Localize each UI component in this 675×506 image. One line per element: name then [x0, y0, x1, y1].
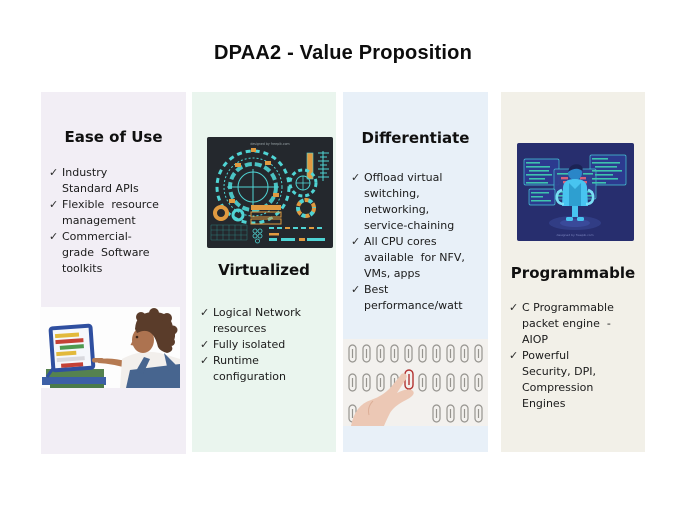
freepik-watermark: designed by freepik.com — [556, 233, 593, 237]
column-heading-virtualized: Virtualized — [218, 261, 310, 279]
list-item: ✓ C Programmable packet engine - AIOP — [509, 300, 643, 348]
checkmark-icon: ✓ — [200, 306, 210, 319]
checkmark-icon: ✓ — [351, 171, 361, 184]
list-item: ✓ Runtime configuration — [200, 353, 334, 385]
freepik-watermark: designed by freepik.com — [250, 142, 289, 146]
hud-dashboard-illustration: designed by freepik.com — [207, 137, 333, 248]
list-item-text: Runtime configuration — [213, 354, 286, 383]
list-item: ✓ Commercial- grade Software toolkits — [49, 229, 184, 277]
column-differentiate: Differentiate ✓ Offload virtual switchin… — [343, 92, 488, 452]
checkmark-icon: ✓ — [509, 349, 519, 362]
list-item-text: Fully isolated — [213, 338, 286, 351]
paperclips-photo — [343, 339, 488, 426]
column-heading-differentiate: Differentiate — [361, 129, 470, 147]
checkmark-icon: ✓ — [509, 301, 519, 314]
child-abacus-photo — [40, 307, 180, 388]
checklist-ease-of-use: ✓ Industry Standard APIs ✓ Flexible reso… — [49, 165, 184, 277]
list-item-text: Logical Network resources — [213, 306, 301, 335]
checklist-virtualized: ✓ Logical Network resources ✓ Fully isol… — [200, 305, 334, 385]
programmer-screens-illustration: designed by freepik.com — [517, 143, 634, 241]
checklist-programmable: ✓ C Programmable packet engine - AIOP ✓ … — [509, 300, 643, 412]
column-heading-programmable: Programmable — [510, 264, 636, 282]
list-item: ✓ Fully isolated — [200, 337, 334, 353]
list-item-text: Powerful Security, DPI, Compression Engi… — [522, 349, 597, 410]
list-item-text: Commercial- grade Software toolkits — [62, 230, 150, 275]
page-title: DPAA2 - Value Proposition — [214, 42, 472, 64]
list-item-text: All CPU cores available for NFV, VMs, ap… — [364, 235, 465, 280]
checkmark-icon: ✓ — [200, 338, 210, 351]
checklist-differentiate: ✓ Offload virtual switching, networking,… — [351, 170, 486, 314]
checkmark-icon: ✓ — [49, 230, 59, 243]
list-item-text: C Programmable packet engine - AIOP — [522, 301, 614, 346]
column-ease-of-use: Ease of Use ✓ Industry Standard APIs ✓ F… — [40, 92, 186, 454]
list-item-text: Flexible resource management — [62, 198, 159, 227]
checkmark-icon: ✓ — [49, 198, 59, 211]
column-virtualized: designed by freepik.com — [192, 92, 336, 452]
checkmark-icon: ✓ — [49, 166, 59, 179]
list-item: ✓ Logical Network resources — [200, 305, 334, 337]
list-item-text: Offload virtual switching, networking, s… — [364, 171, 455, 232]
list-item-text: Best performance/watt — [364, 283, 463, 312]
column-programmable: designed by freepik.com Programmable ✓ C… — [501, 92, 645, 452]
list-item: ✓ All CPU cores available for NFV, VMs, … — [351, 234, 486, 282]
list-item: ✓ Offload virtual switching, networking,… — [351, 170, 486, 234]
list-item-text: Industry Standard APIs — [62, 166, 139, 195]
checkmark-icon: ✓ — [351, 235, 361, 248]
column-heading-ease-of-use: Ease of Use — [64, 128, 163, 146]
list-item: ✓ Best performance/watt — [351, 282, 486, 314]
list-item: ✓ Flexible resource management — [49, 197, 184, 229]
list-item: ✓ Powerful Security, DPI, Compression En… — [509, 348, 643, 412]
checkmark-icon: ✓ — [351, 283, 361, 296]
list-item: ✓ Industry Standard APIs — [49, 165, 184, 197]
checkmark-icon: ✓ — [200, 354, 210, 367]
